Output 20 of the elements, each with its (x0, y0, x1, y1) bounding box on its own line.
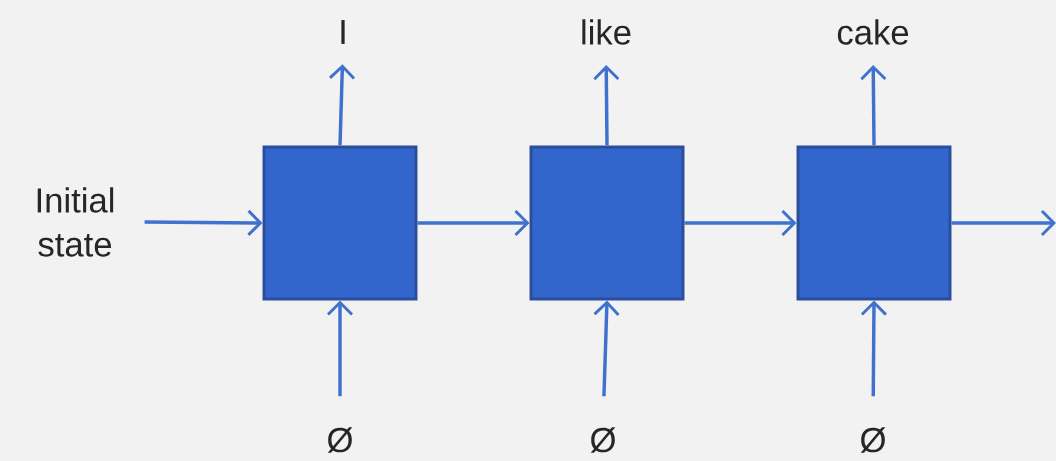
cell-box (796, 145, 952, 301)
word-label: Ø (590, 427, 616, 453)
arrow (329, 64, 356, 146)
input-label: Initial state (37, 187, 114, 257)
arrow (326, 300, 354, 397)
arrow (951, 209, 1056, 237)
arrow (593, 65, 620, 146)
word-label: Ø (327, 427, 353, 453)
arrow (860, 65, 887, 146)
arrow (593, 300, 620, 397)
word-label: like (582, 19, 631, 45)
arrow (417, 209, 530, 237)
arrow (860, 300, 887, 397)
arrow (684, 209, 797, 237)
arrow (144, 209, 263, 236)
word-label: Ø (860, 427, 886, 453)
word-label: I (341, 20, 345, 44)
cell-box (529, 145, 685, 301)
word-label: cake (837, 19, 909, 45)
cell-box (262, 145, 418, 301)
